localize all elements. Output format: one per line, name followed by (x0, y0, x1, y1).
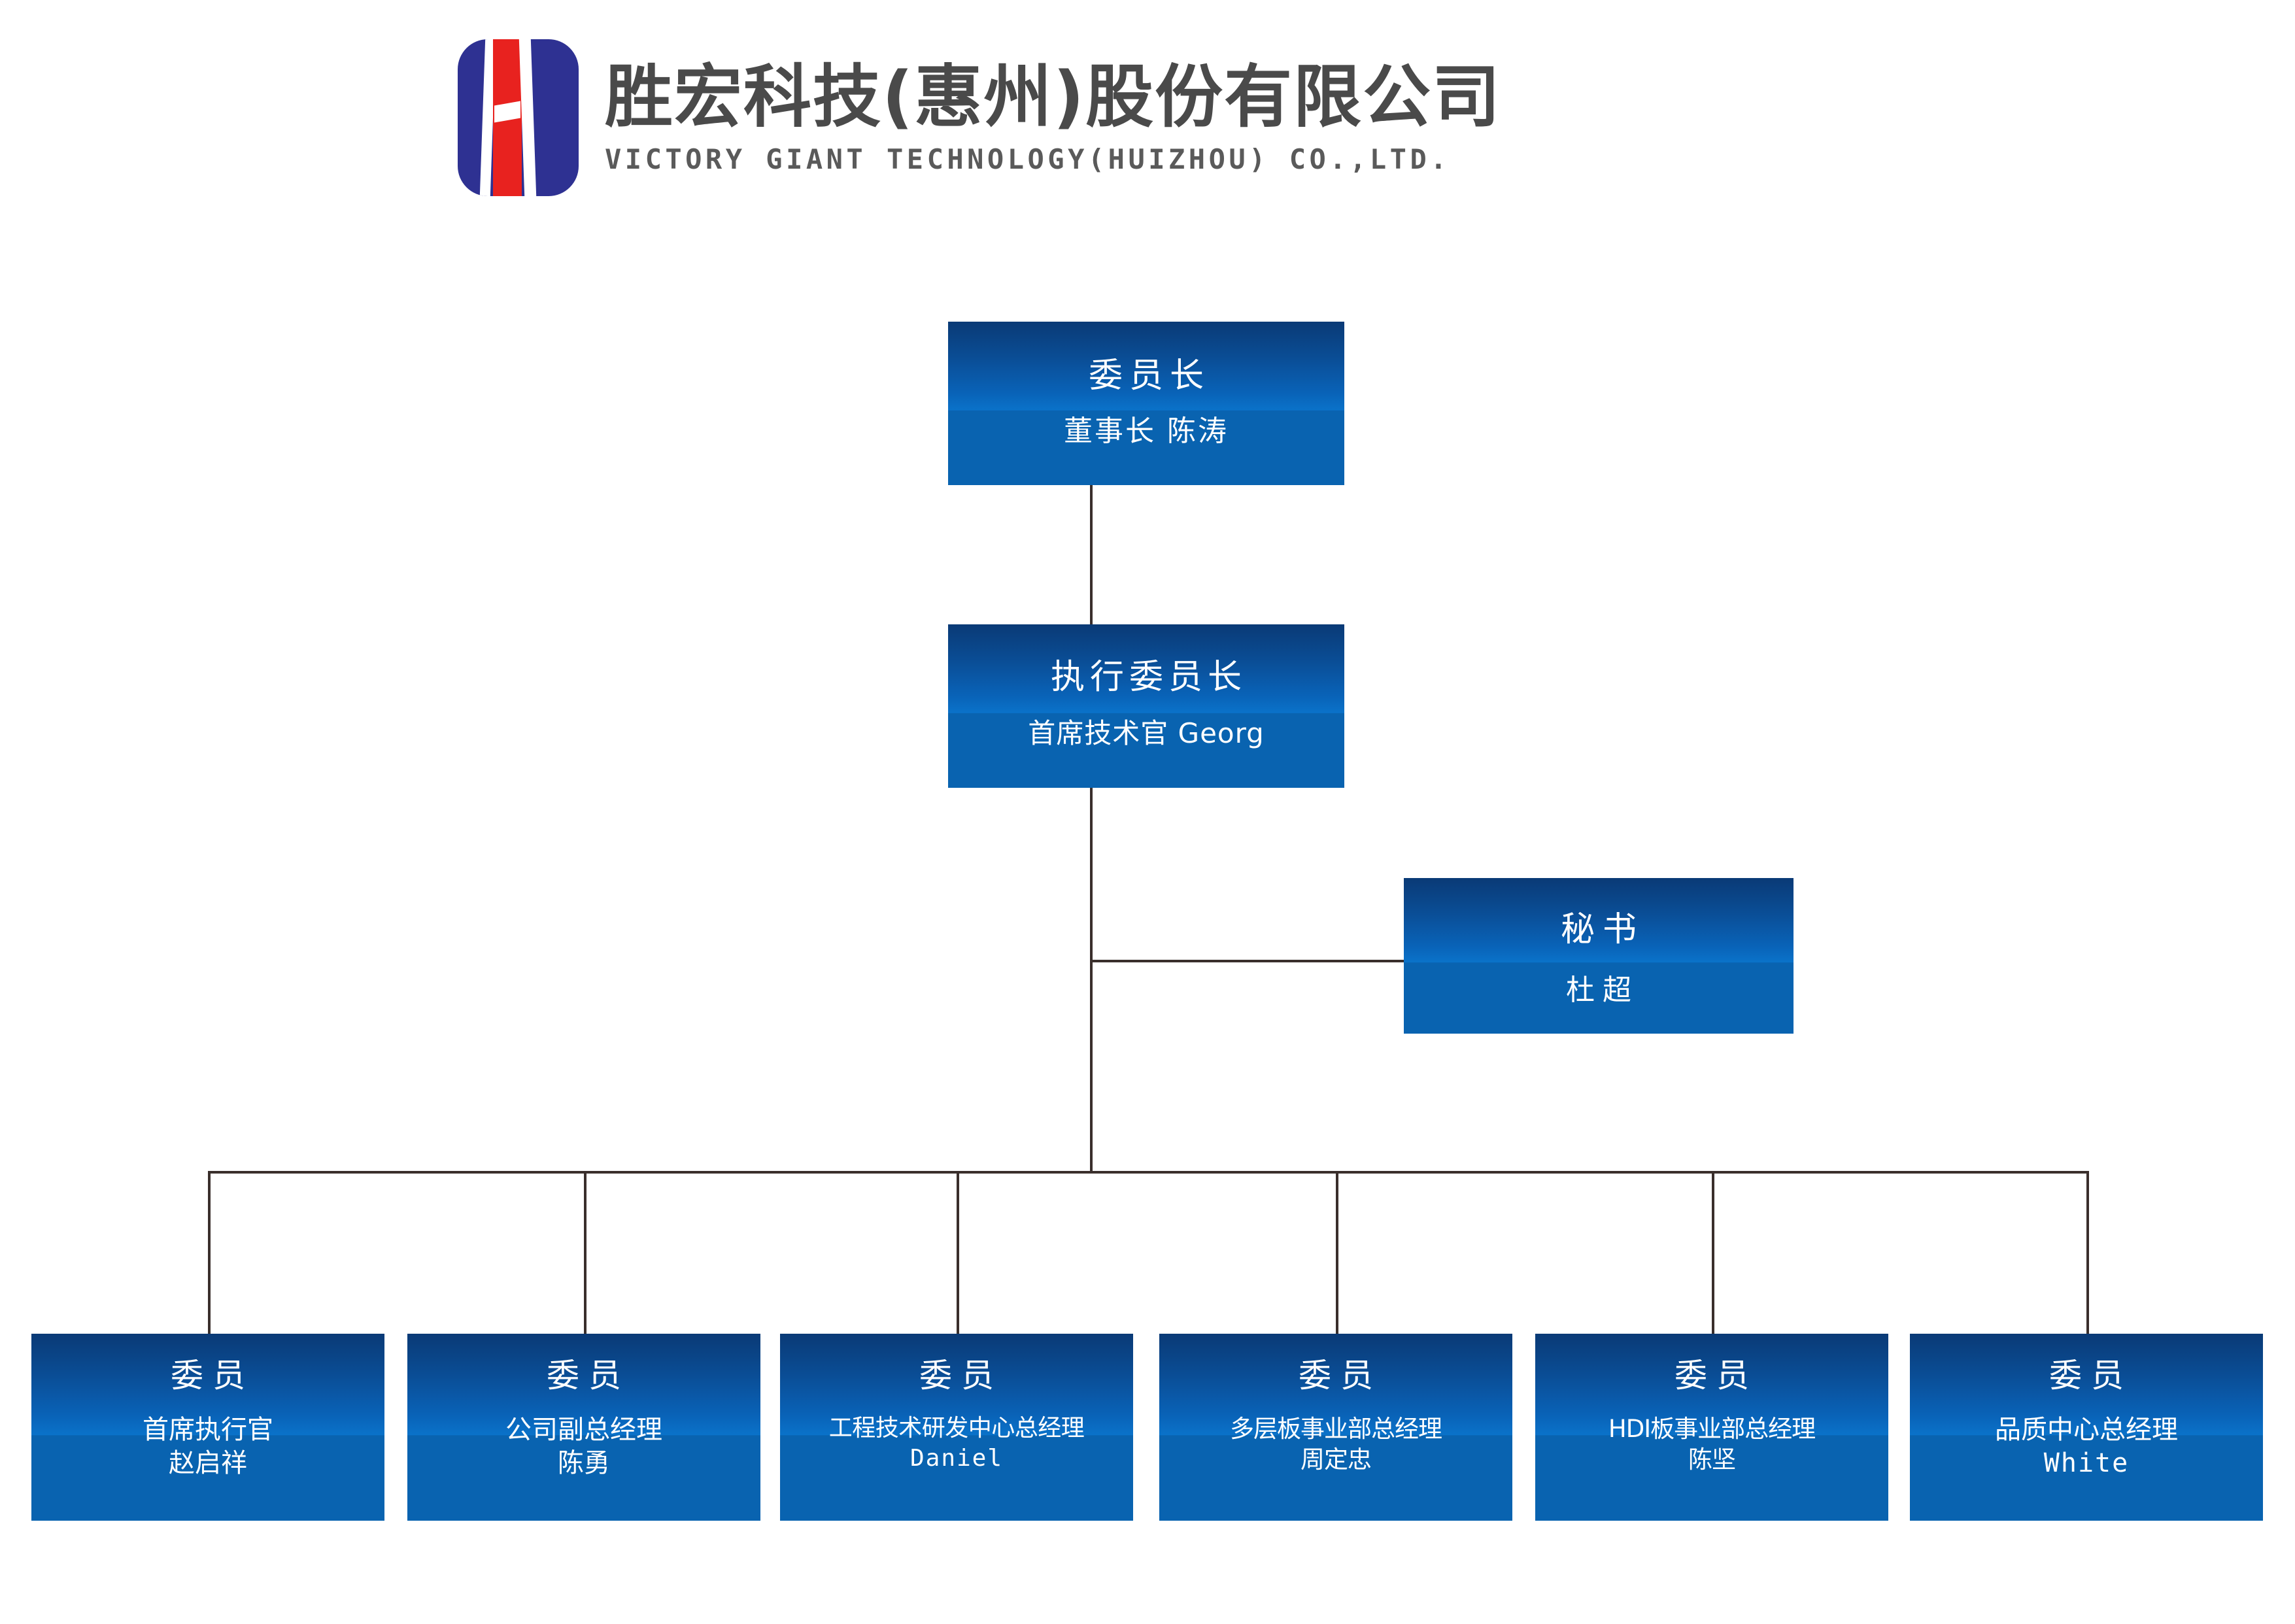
org-node-subtitle: 品质中心总经理 White (1995, 1413, 2178, 1480)
org-node-title: 委员长 (1088, 356, 1210, 396)
org-node-title: 委员 (1299, 1357, 1382, 1395)
org-node-title: 委员 (1674, 1357, 1758, 1395)
connector-exec-trunk (1090, 788, 1093, 1174)
connector-exec-to-secretary (1090, 960, 1405, 962)
org-node-role: 工程技术研发中心总经理 (828, 1415, 1085, 1442)
org-node-name: 陈坚 (1688, 1446, 1736, 1474)
connector-chairman-to-exec (1090, 485, 1093, 624)
org-node-executive-chairman[interactable]: 执行委员长 首席技术官 Georg (948, 624, 1344, 788)
org-node-secretary[interactable]: 秘书 杜超 (1404, 878, 1794, 1034)
connector-drop-member-3 (957, 1171, 959, 1334)
company-name-block: 胜宏科技(惠州)股份有限公司 VICTORY GIANT TECHNOLOGY(… (605, 60, 1501, 175)
org-node-subtitle: 董事长 陈涛 (1064, 414, 1229, 448)
org-node-role: HDI板事业部总经理 (1608, 1415, 1816, 1443)
org-node-subtitle: HDI板事业部总经理 陈坚 (1608, 1413, 1816, 1476)
victory-giant-logo-icon (458, 39, 579, 196)
logo-stripe-red (493, 39, 522, 196)
org-node-member-deputy-gm[interactable]: 委员 公司副总经理 陈勇 (407, 1334, 760, 1521)
org-node-name: 周定忠 (1300, 1446, 1372, 1474)
org-node-subtitle: 杜超 (1566, 973, 1639, 1007)
org-node-member-quality[interactable]: 委员 品质中心总经理 White (1910, 1334, 2263, 1521)
org-node-title: 委员 (547, 1357, 630, 1395)
connector-drop-member-1 (208, 1171, 211, 1334)
org-node-subtitle: 公司副总经理 陈勇 (505, 1413, 662, 1480)
org-node-name: White (2043, 1448, 2130, 1479)
org-node-subtitle: 工程技术研发中心总经理 Daniel (829, 1413, 1085, 1474)
connector-drop-member-4 (1336, 1171, 1338, 1334)
org-node-subtitle: 首席执行官 赵启祥 (143, 1413, 273, 1480)
org-node-member-hdi[interactable]: 委员 HDI板事业部总经理 陈坚 (1535, 1334, 1888, 1521)
org-node-member-multilayer[interactable]: 委员 多层板事业部总经理 周定忠 (1159, 1334, 1512, 1521)
org-node-title: 委员 (919, 1357, 1003, 1395)
org-node-role: 品质中心总经理 (1995, 1415, 2178, 1445)
org-node-title: 执行委员长 (1050, 658, 1247, 697)
org-node-chairman[interactable]: 委员长 董事长 陈涛 (948, 322, 1344, 485)
company-name-cn: 胜宏科技(惠州)股份有限公司 (605, 57, 1502, 137)
org-node-role: 公司副总经理 (505, 1415, 662, 1445)
connector-drop-member-6 (2086, 1171, 2089, 1334)
org-node-role: 首席执行官 (143, 1415, 273, 1445)
org-node-title: 秘书 (1560, 910, 1644, 949)
org-node-member-ceo[interactable]: 委员 首席执行官 赵启祥 (31, 1334, 384, 1521)
org-node-name: Daniel (910, 1445, 1004, 1472)
org-node-subtitle: 多层板事业部总经理 周定忠 (1230, 1413, 1442, 1476)
org-node-member-rnd[interactable]: 委员 工程技术研发中心总经理 Daniel (780, 1334, 1133, 1521)
org-node-name: 赵启祥 (169, 1448, 247, 1479)
company-name-en: VICTORY GIANT TECHNOLOGY(HUIZHOU) CO.,LT… (605, 143, 1451, 175)
org-node-subtitle: 首席技术官 Georg (1028, 717, 1265, 749)
connector-member-bus (208, 1171, 2088, 1174)
org-node-role: 多层板事业部总经理 (1230, 1415, 1442, 1443)
connector-drop-member-5 (1712, 1171, 1714, 1334)
connector-drop-member-2 (584, 1171, 586, 1334)
org-node-title: 委员 (171, 1357, 254, 1395)
company-header: 胜宏科技(惠州)股份有限公司 VICTORY GIANT TECHNOLOGY(… (458, 39, 1501, 196)
org-node-title: 委员 (2049, 1357, 2133, 1395)
org-node-name: 陈勇 (558, 1448, 610, 1479)
